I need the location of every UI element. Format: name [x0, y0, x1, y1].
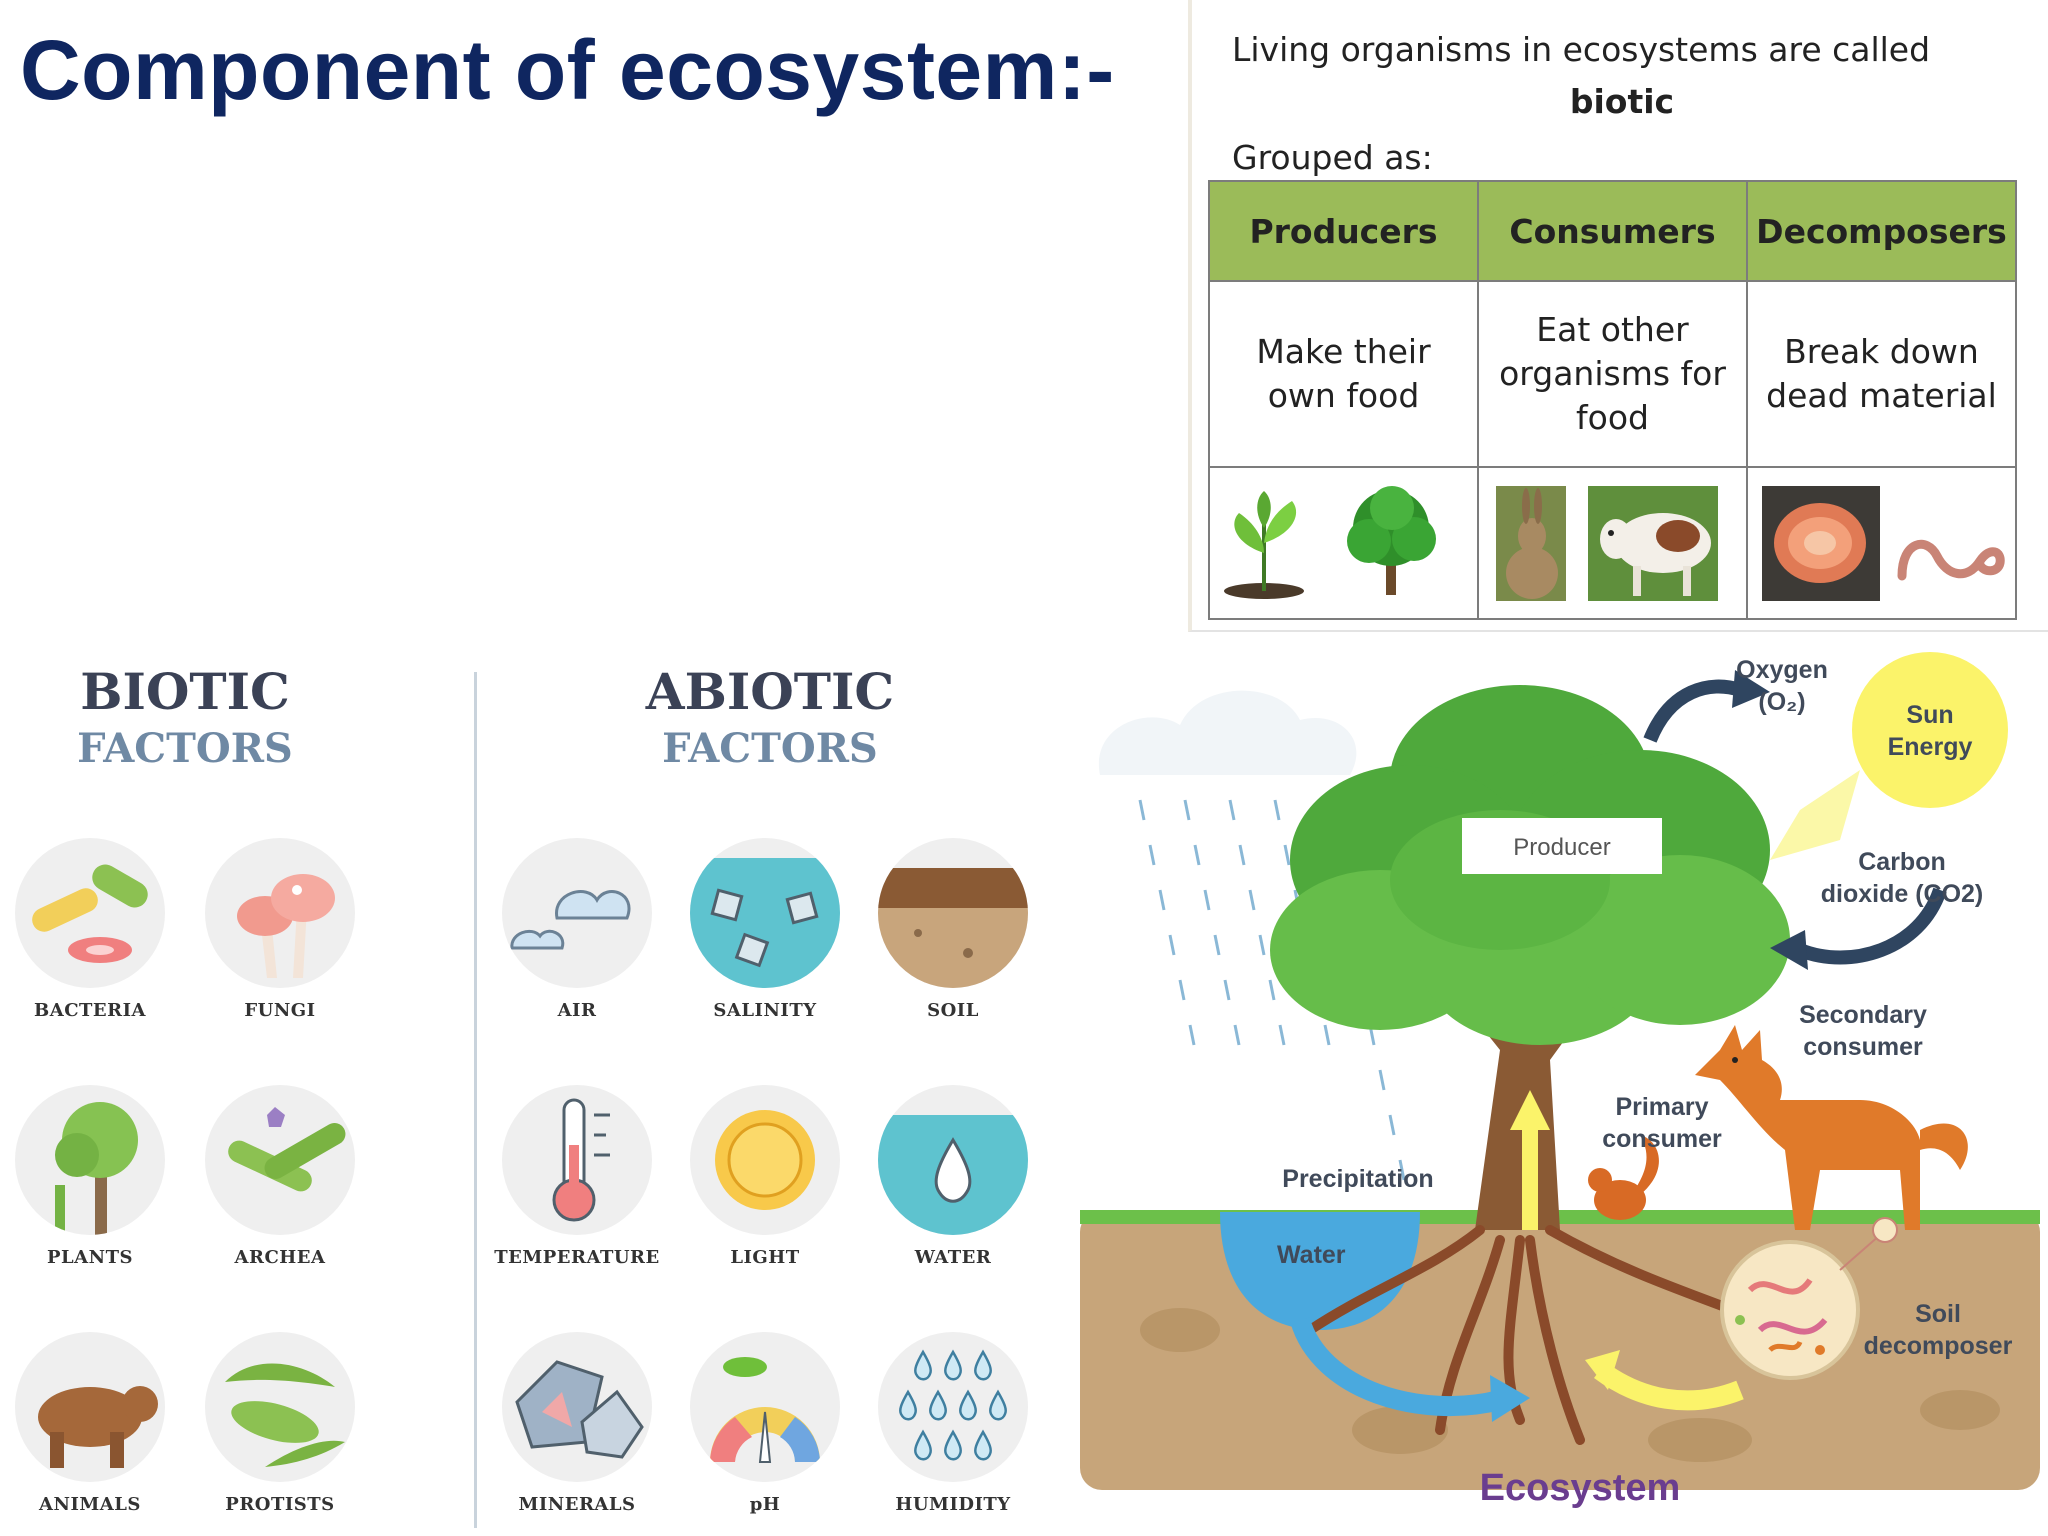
- producer-label-box: [1462, 818, 1662, 874]
- fungus-icon: [1761, 485, 1880, 601]
- ecosystem-diagram: Producer Oxygen (O₂) Sun Energy Carbon d…: [1080, 652, 2040, 1509]
- protists-label: PROTISTS: [225, 1494, 335, 1515]
- soil-label: SOIL: [927, 1000, 979, 1021]
- biotic-factors-heading: BIOTIC: [80, 662, 290, 721]
- cloud-icon: [1098, 690, 1357, 775]
- nutrient-flow-arrow: [1594, 1361, 1744, 1411]
- biotic-groups-panel: Living organisms in ecosystems are calle…: [1188, 0, 2048, 632]
- upward-arrow: [1510, 1090, 1550, 1230]
- tree-icon: [1346, 486, 1436, 595]
- soil-decomposer-label-line2: decomposer: [1864, 1332, 2013, 1360]
- abiotic-factors-heading: ABIOTIC: [645, 662, 895, 721]
- table-description-row: Make their own food Eat other organisms …: [1208, 280, 2017, 468]
- ph-label: pH: [749, 1494, 781, 1515]
- water-flow-arrow: [1290, 1316, 1503, 1416]
- sun-ray: [1770, 770, 1860, 860]
- ph-icon: [690, 1332, 840, 1482]
- cow-icon: [1587, 485, 1718, 601]
- grouped-as-label: Grouped as:: [1232, 138, 1433, 177]
- slide-title: Component of ecosystem:-: [20, 23, 1115, 117]
- producers-description: Make their own food: [1208, 280, 1479, 468]
- fungi-label: FUNGI: [244, 1000, 316, 1021]
- air-icon: [502, 838, 652, 988]
- animals-icon: [15, 1332, 165, 1482]
- minerals-label: MINERALS: [518, 1494, 636, 1515]
- soil-icon: [878, 838, 1028, 988]
- protists-icon: [205, 1332, 355, 1482]
- light-icon: [690, 1085, 840, 1235]
- secondary-consumer-label-line1: Secondary: [1799, 1001, 1927, 1029]
- column-header-consumers: Consumers: [1477, 180, 1748, 282]
- oxygen-label: Oxygen: [1736, 656, 1828, 684]
- secondary-consumer-label-line2: consumer: [1803, 1033, 1923, 1061]
- oxygen-arrow: [1643, 679, 1743, 743]
- fox-icon: [1695, 1025, 1968, 1230]
- temperature-label: TEMPERATURE: [494, 1247, 660, 1268]
- consumers-description: Eat other organisms for food: [1477, 280, 1748, 468]
- water-label: Water: [1277, 1241, 1346, 1269]
- plants-icon: [15, 1085, 165, 1235]
- humidity-icon: [878, 1332, 1028, 1482]
- precipitation-label: Precipitation: [1282, 1165, 1433, 1193]
- archea-label: ARCHEA: [234, 1247, 326, 1268]
- temperature-icon: [502, 1085, 652, 1235]
- worm-icon: [1897, 539, 2005, 580]
- carbon-dioxide-label-line1: Carbon: [1858, 848, 1946, 876]
- bacteria-label: BACTERIA: [34, 1000, 146, 1021]
- hare-icon: [1495, 485, 1566, 601]
- air-label: AIR: [557, 1000, 597, 1021]
- sun-icon: [1852, 652, 2008, 808]
- abiotic-factors-subheading: FACTORS: [662, 725, 878, 772]
- soil-decomposer-label-line1: Soil: [1915, 1300, 1961, 1328]
- water-icon: [878, 1085, 1028, 1235]
- archea-icon: [205, 1085, 355, 1235]
- decomposers-description: Break down dead material: [1746, 280, 2017, 468]
- sun-label-line1: Sun: [1906, 701, 1953, 729]
- table-picture-row: [1208, 466, 2017, 620]
- primary-consumer-label-line2: consumer: [1602, 1125, 1722, 1153]
- biotic-factors-subheading: FACTORS: [77, 725, 293, 772]
- fungi-icon: [205, 838, 355, 988]
- producers-pictures: [1208, 466, 1479, 620]
- biotic-term: biotic: [1569, 82, 1675, 121]
- water-label: WATER: [914, 1247, 992, 1268]
- light-label: LIGHT: [730, 1247, 800, 1268]
- factors-divider: [474, 672, 477, 1528]
- decomposers-pictures: [1746, 466, 2017, 620]
- carbon-dioxide-label-line2: dioxide (CO2): [1821, 880, 1984, 908]
- salinity-label: SALINITY: [713, 1000, 817, 1021]
- animals-label: ANIMALS: [39, 1494, 141, 1515]
- bacteria-icon: [15, 838, 165, 988]
- primary-consumer-label-line1: Primary: [1615, 1093, 1708, 1121]
- producer-label: Producer: [1513, 834, 1610, 861]
- column-header-decomposers: Decomposers: [1746, 180, 2017, 282]
- carbon-dioxide-arrow: [1797, 887, 1947, 965]
- squirrel-icon: [1588, 1135, 1659, 1220]
- consumers-pictures: [1477, 466, 1748, 620]
- oxygen-formula-label: (O₂): [1758, 688, 1805, 716]
- humidity-label: HUMIDITY: [895, 1494, 1011, 1515]
- minerals-icon: [502, 1332, 652, 1482]
- biotic-intro-text: Living organisms in ecosystems are calle…: [1232, 30, 1931, 69]
- seedling-icon: [1223, 491, 1304, 599]
- table-header-row: Producers Consumers Decomposers: [1208, 180, 2017, 282]
- biotic-groups-table: Producers Consumers Decomposers Make the…: [1208, 180, 2017, 620]
- sun-label-line2: Energy: [1888, 733, 1973, 761]
- plants-label: PLANTS: [46, 1247, 133, 1268]
- salinity-icon: [690, 838, 840, 988]
- soil-decomposer-circle: [1720, 1217, 1898, 1380]
- column-header-producers: Producers: [1208, 180, 1479, 282]
- ecosystem-caption: Ecosystem: [1480, 1467, 1681, 1509]
